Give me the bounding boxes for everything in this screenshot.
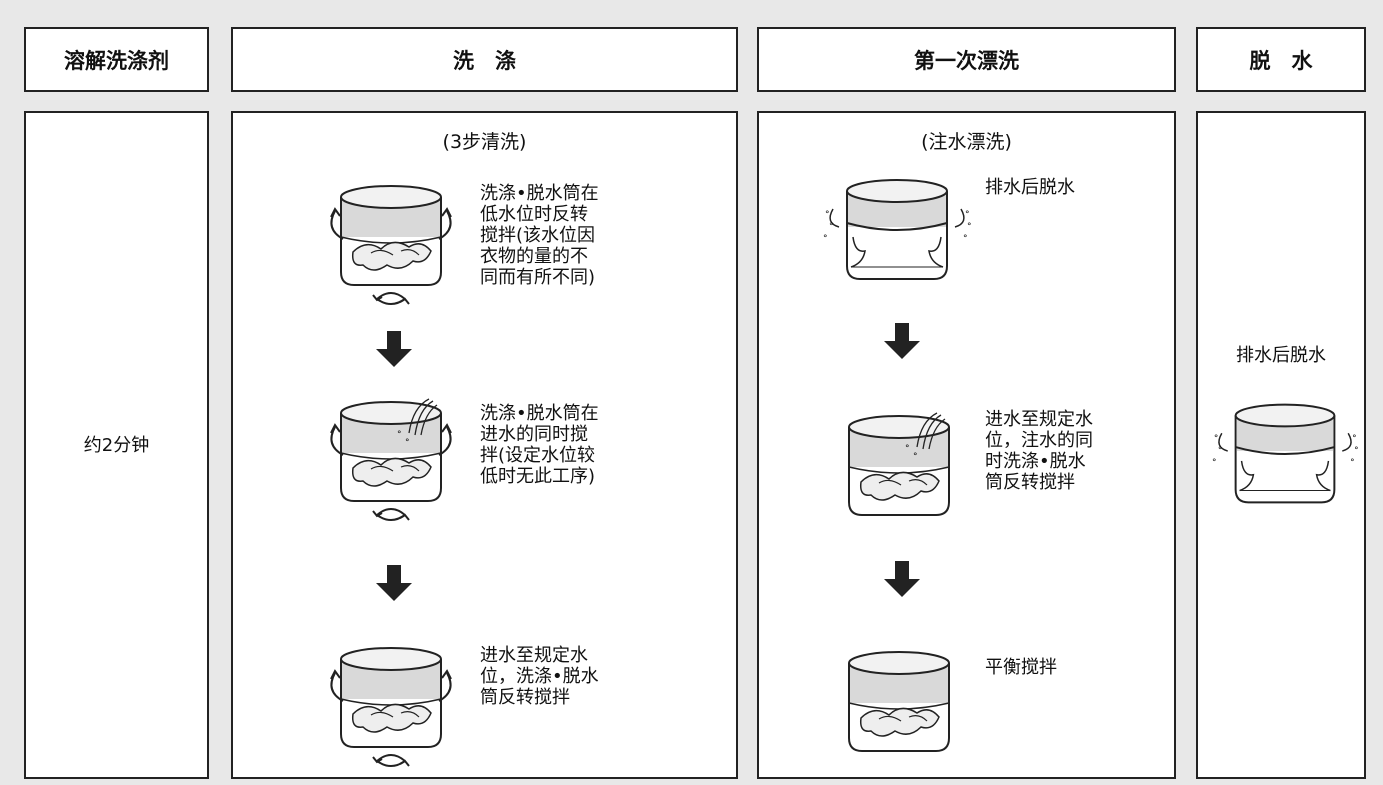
spin-tub-illustration bbox=[1210, 403, 1360, 504]
down-arrow-icon bbox=[376, 565, 412, 601]
rinse-step2-text: 进水至规定水 位，注水的同 时洗涤•脱水 筒反转搅拌 bbox=[985, 409, 1093, 493]
rinse-step1-text: 排水后脱水 bbox=[985, 177, 1075, 198]
wash-step1-tub-illustration bbox=[330, 185, 452, 305]
spin-text: 排水后脱水 bbox=[1236, 345, 1326, 366]
column-dissolve: 约2分钟 bbox=[24, 111, 209, 779]
rinse-step1-spin-tub-illustration bbox=[822, 179, 973, 280]
wash-step2-text: 洗涤•脱水筒在 进水的同时搅 拌(设定水位较 低时无此工序) bbox=[480, 403, 599, 487]
wash-step2-tub-illustration bbox=[330, 398, 452, 521]
rinse-subtitle: (注水漂洗) bbox=[921, 131, 1012, 153]
header-first-rinse: 第一次漂洗 bbox=[757, 27, 1176, 92]
rinse-step3-text: 平衡搅拌 bbox=[985, 657, 1057, 678]
rinse-step2-tub-illustration bbox=[848, 412, 950, 516]
down-arrow-icon bbox=[884, 323, 920, 359]
dissolve-time: 约2分钟 bbox=[83, 435, 150, 456]
wash-step1-text: 洗涤•脱水筒在 低水位时反转 搅拌(该水位因 衣物的量的不 同而有所不同) bbox=[480, 183, 599, 288]
column-spin: 排水后脱水 bbox=[1196, 111, 1366, 779]
header-wash-label: 洗 涤 bbox=[453, 48, 516, 73]
column-wash: (3步清洗) 洗涤•脱水筒在 低水位时反转 搅拌(该水位因 衣物的量的不 同而有… bbox=[231, 111, 738, 779]
wash-subtitle: (3步清洗) bbox=[442, 131, 527, 153]
header-dissolve-detergent: 溶解洗涤剂 bbox=[24, 27, 209, 92]
down-arrow-icon bbox=[884, 561, 920, 597]
wash-step3-text: 进水至规定水 位，洗涤•脱水 筒反转搅拌 bbox=[480, 645, 599, 708]
header-spin: 脱 水 bbox=[1196, 27, 1366, 92]
header-rinse-label: 第一次漂洗 bbox=[914, 48, 1019, 73]
rinse-step3-tub-illustration bbox=[848, 651, 950, 752]
header-dissolve-label: 溶解洗涤剂 bbox=[64, 48, 169, 73]
header-wash: 洗 涤 bbox=[231, 27, 738, 92]
column-first-rinse: (注水漂洗) 排水后脱水 进水至规定水 位，注水的同 时洗涤•脱水 筒反转搅拌 … bbox=[757, 111, 1176, 779]
header-spin-label: 脱 水 bbox=[1249, 48, 1313, 73]
down-arrow-icon bbox=[376, 331, 412, 367]
wash-step3-tub-illustration bbox=[330, 647, 452, 767]
